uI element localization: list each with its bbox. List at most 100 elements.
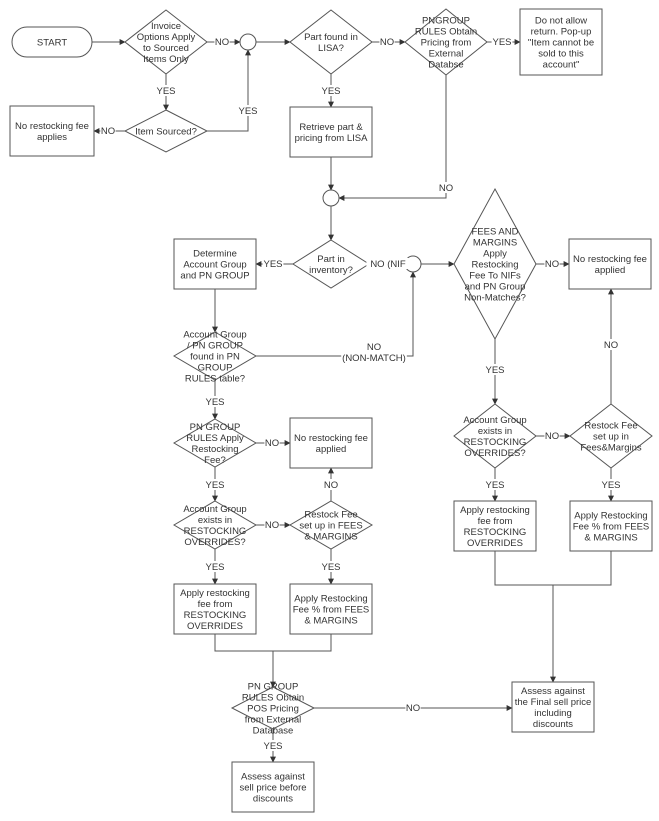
node-text-line: Part in: [317, 254, 344, 265]
edge-label-bg: [262, 740, 284, 751]
decision-diamond: [569, 403, 653, 469]
edge-label-no: NO: [545, 431, 559, 442]
node-text-line: No restocking fee: [294, 433, 368, 444]
node-text-line: sold to this: [538, 49, 584, 60]
edge-label-no: NO: [439, 183, 453, 194]
node-text-line: applied: [316, 444, 347, 455]
process-box: [569, 500, 653, 552]
node-text-line: OVERRIDES?: [184, 537, 245, 548]
edge-label-bg: [366, 258, 410, 269]
node-text-line: Do not allow: [535, 16, 587, 27]
node-text-line: exists in: [198, 515, 232, 526]
node-text-line: applied: [595, 265, 626, 276]
decision-diamond: [173, 418, 257, 468]
edge-label-no: NO: [101, 126, 115, 137]
process-box: [231, 761, 315, 813]
node-text-line: Fee To NIFs: [469, 271, 521, 282]
decision-diamond: [289, 9, 373, 75]
node-text-line: Items Only: [143, 54, 189, 65]
edge-label-bg: [262, 258, 284, 269]
edge-label-bg: [264, 519, 280, 530]
node-text-line: & MARGINS: [304, 532, 357, 543]
node-text-line: return. Pop-up: [531, 27, 592, 38]
node-text-line: Invoice: [151, 21, 181, 32]
edge-apply-overrides-left-to-pos-pricing: [214, 634, 276, 688]
edge-label-yes: YES: [485, 480, 504, 491]
edge-label-yes: YES: [238, 106, 257, 117]
edge-label-bg: [204, 396, 226, 407]
node-merge-2: [322, 189, 340, 207]
node-text-line: Restock Fee: [584, 421, 637, 432]
node-text-line: Item Sourced?: [135, 127, 197, 138]
node-text-line: Apply restocking: [460, 505, 530, 516]
node-text-line: pricing from LISA: [295, 133, 369, 144]
node-text-line: Determine: [193, 249, 237, 260]
node-text-line: FEES AND: [472, 227, 519, 238]
node-text-line: Restocking: [472, 260, 519, 271]
node-retrieve-lisa: Retrieve part &pricing from LISA: [289, 106, 373, 158]
edge-apply-overrides-right-to-assess-final: [494, 551, 556, 683]
decision-diamond: [173, 500, 257, 550]
process-box: [173, 238, 257, 290]
node-text-line: discounts: [253, 794, 293, 805]
process-box: [568, 238, 652, 290]
node-text-line: No restocking fee: [15, 121, 89, 132]
node-text-line: Databse: [428, 60, 463, 71]
node-text-line: Apply Restocking: [294, 594, 367, 605]
edge-label-bg: [491, 36, 513, 47]
node-text-line: account": [543, 60, 580, 71]
edge-label-bg: [600, 479, 622, 490]
node-start: START: [11, 26, 93, 58]
node-text-line: RESTOCKING: [184, 526, 247, 537]
decision-diamond: [173, 331, 257, 381]
edge-label-bg: [603, 339, 619, 350]
node-text-line: applies: [37, 132, 67, 143]
edge-label-bg: [237, 105, 259, 116]
edge-label-bg: [405, 702, 421, 713]
node-text-line: Apply Restocking: [574, 511, 647, 522]
decision-diamond: [453, 187, 537, 341]
node-text-line: RULES Apply: [186, 433, 244, 444]
node-text-line: POS Pricing: [247, 704, 299, 715]
edge-label-bg: [366, 341, 382, 352]
edge-label-no: NO: [324, 480, 338, 491]
node-text-line: No restocking fee: [573, 254, 647, 265]
connector-circle: [239, 33, 257, 51]
edge-label-no: NO: [367, 342, 381, 353]
node-text-line: Account Group: [183, 260, 246, 271]
decision-diamond: [292, 239, 370, 289]
process-box: [511, 681, 595, 733]
node-text-line: including: [534, 708, 572, 719]
node-text-line: and PN GROUP: [180, 271, 249, 282]
process-box: [289, 417, 373, 469]
node-text-line: Fees&Margins: [580, 443, 641, 454]
node-text-line: found in PN: [190, 352, 240, 363]
edge-label-bg: [100, 125, 116, 136]
node-text-line: Options Apply: [137, 32, 196, 43]
node-text-line: Fee?: [204, 455, 226, 466]
node-text-line: the Final sell price: [515, 697, 592, 708]
node-text-line: Pricing from: [421, 38, 472, 49]
node-text-line: Part found in: [304, 32, 358, 43]
edge-label-yes: YES: [485, 365, 504, 376]
node-item-sourced: Item Sourced?: [123, 109, 209, 153]
edge-label-yes: YES: [156, 86, 175, 97]
node-text-line: Fee % from FEES: [573, 522, 650, 533]
